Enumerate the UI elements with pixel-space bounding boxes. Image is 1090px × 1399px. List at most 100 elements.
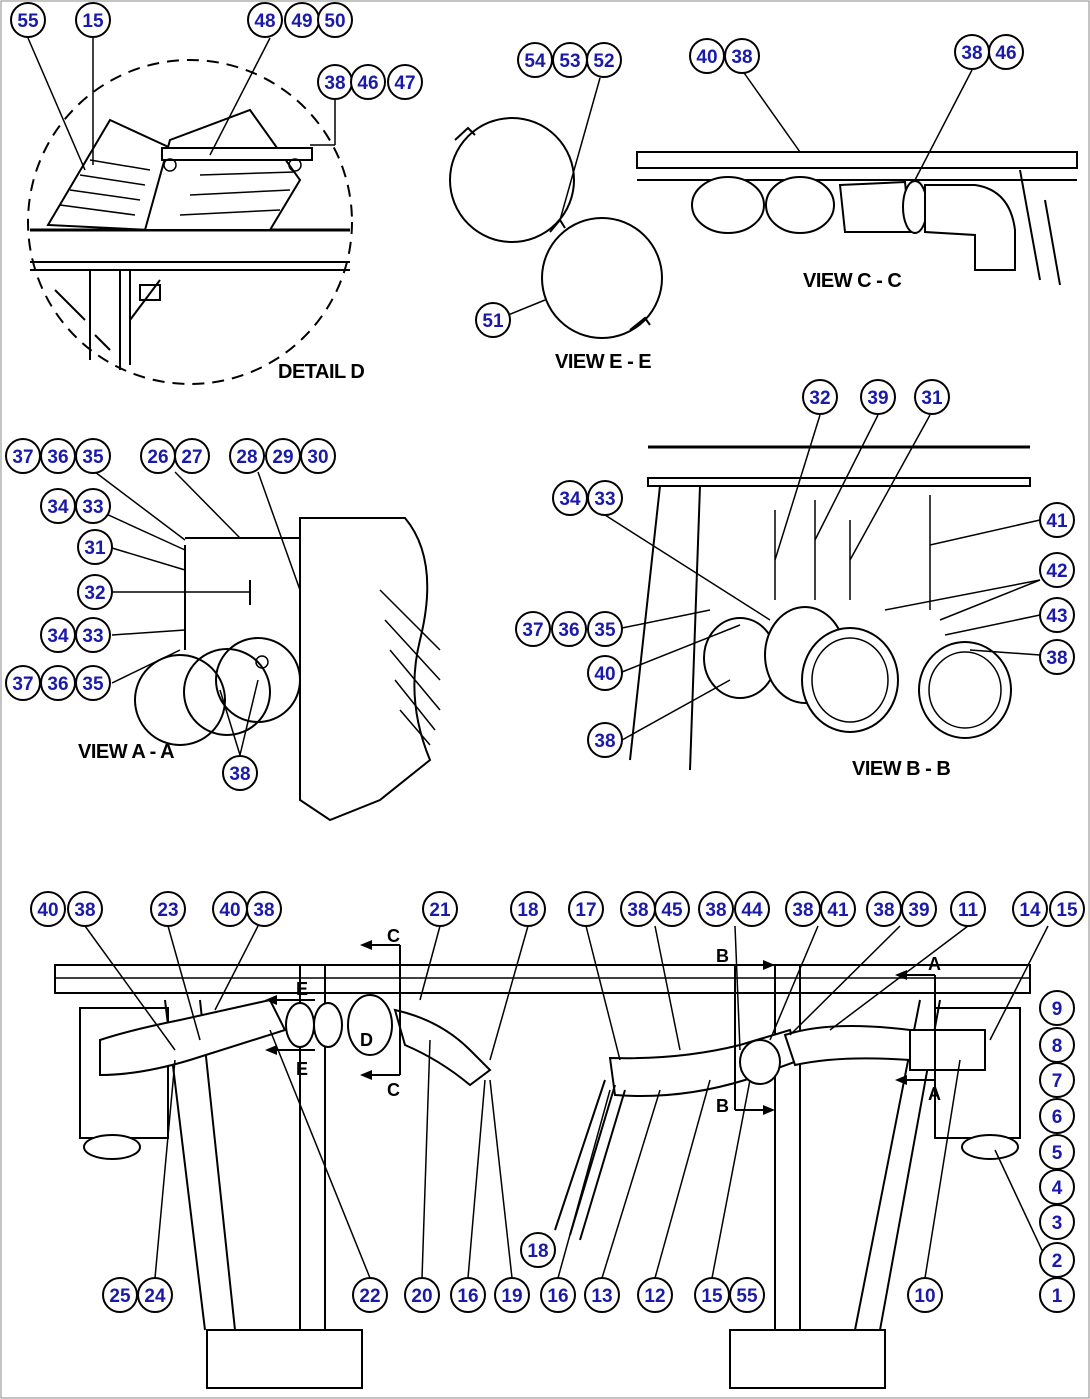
callout-circle (494, 1277, 530, 1313)
callout-38: 38 (620, 891, 656, 927)
callout-33: 33 (587, 480, 623, 516)
callout-circle (1039, 1277, 1075, 1313)
callout-circle (584, 1277, 620, 1313)
section-c-top: C (387, 926, 400, 946)
callout-number: 52 (593, 51, 614, 72)
callout-number: 36 (47, 447, 68, 468)
callout-number: 33 (594, 489, 615, 510)
view-c: VIEW C - C (636, 151, 1078, 292)
callout-36: 36 (40, 665, 76, 701)
detail-d-marker: D (360, 1030, 373, 1050)
callout-number: 15 (701, 1286, 723, 1307)
callout-10: 10 (907, 1277, 943, 1313)
callout-circle (75, 488, 111, 524)
callout-number: 35 (82, 447, 104, 468)
callout-number: 49 (291, 11, 312, 32)
callout-53: 53 (552, 42, 588, 78)
callout-number: 44 (741, 900, 763, 921)
callout-50: 50 (317, 2, 353, 38)
callout-number: 37 (12, 447, 33, 468)
callout-circle (1039, 552, 1075, 588)
detail-d-title: DETAIL D (278, 361, 364, 383)
callout-number: 38 (594, 731, 615, 752)
callout-circle (587, 611, 623, 647)
view-a: VIEW A - A (78, 517, 441, 822)
callout-circle (300, 438, 336, 474)
callout-55: 55 (729, 1277, 765, 1313)
callout-circle (551, 611, 587, 647)
callout-number: 38 (961, 43, 982, 64)
callout-circle (422, 891, 458, 927)
callout-circle (860, 379, 896, 415)
callout-number: 36 (558, 620, 579, 641)
callout-38: 38 (785, 891, 821, 927)
section-b-bottom: B (716, 1096, 729, 1116)
callout-39: 39 (901, 891, 937, 927)
callout-circle (1039, 1098, 1075, 1134)
callout-number: 16 (457, 1286, 478, 1307)
callout-number: 19 (501, 1286, 522, 1307)
callout-number: 27 (181, 447, 202, 468)
callout-circle (540, 1277, 576, 1313)
callout-29: 29 (265, 438, 301, 474)
callout-55: 55 (10, 2, 46, 38)
callout-14: 14 (1012, 891, 1048, 927)
callout-9: 9 (1039, 990, 1075, 1026)
callout-number: 54 (524, 51, 546, 72)
callout-circle (587, 722, 623, 758)
callout-number: 33 (82, 497, 103, 518)
section-markers: C C D E E B B A A (265, 926, 941, 1116)
callout-number: 2 (1052, 1251, 1063, 1272)
callout-circle (222, 755, 258, 791)
callout-circle (520, 1232, 556, 1268)
callout-number: 39 (908, 900, 929, 921)
callout-circle (137, 1277, 173, 1313)
callout-number: 18 (517, 900, 538, 921)
callout-number: 12 (644, 1286, 665, 1307)
callout-number: 18 (527, 1241, 548, 1262)
callout-circle (734, 891, 770, 927)
callout-number: 47 (394, 73, 415, 94)
callout-circle (515, 611, 551, 647)
callout-34: 34 (40, 488, 76, 524)
callout-16: 16 (450, 1277, 486, 1313)
callout-number: 55 (17, 11, 39, 32)
callout-16: 16 (540, 1277, 576, 1313)
callout-number: 25 (109, 1286, 131, 1307)
section-e-top: E (296, 979, 308, 999)
callout-number: 41 (1046, 511, 1068, 532)
callout-circle (587, 480, 623, 516)
callout-circle (246, 891, 282, 927)
callout-number: 37 (522, 620, 543, 641)
callout-34: 34 (40, 617, 76, 653)
callout-17: 17 (568, 891, 604, 927)
callout-number: 6 (1052, 1107, 1063, 1128)
callout-2: 2 (1039, 1242, 1075, 1278)
callout-circle (729, 1277, 765, 1313)
section-e-bottom: E (296, 1059, 308, 1079)
callout-number: 36 (47, 674, 68, 695)
callout-52: 52 (586, 42, 622, 78)
callout-number: 15 (1056, 900, 1078, 921)
callout-8: 8 (1039, 1027, 1075, 1063)
callout-38: 38 (1039, 639, 1075, 675)
callout-35: 35 (75, 438, 111, 474)
callout-number: 15 (82, 11, 104, 32)
callout-circle (1039, 597, 1075, 633)
callout-26: 26 (140, 438, 176, 474)
clamp-ring-upper (449, 117, 575, 243)
callout-37: 37 (5, 438, 41, 474)
callout-number: 38 (792, 900, 813, 921)
callout-27: 27 (174, 438, 210, 474)
callout-12: 12 (637, 1277, 673, 1313)
callout-45: 45 (654, 891, 690, 927)
callout-5: 5 (1039, 1134, 1075, 1170)
callout-circle (907, 1277, 943, 1313)
callout-circle (1039, 1204, 1075, 1240)
callout-13: 13 (584, 1277, 620, 1313)
callout-38: 38 (698, 891, 734, 927)
callout-38: 38 (587, 722, 623, 758)
callout-number: 35 (82, 674, 104, 695)
callout-number: 30 (307, 447, 328, 468)
